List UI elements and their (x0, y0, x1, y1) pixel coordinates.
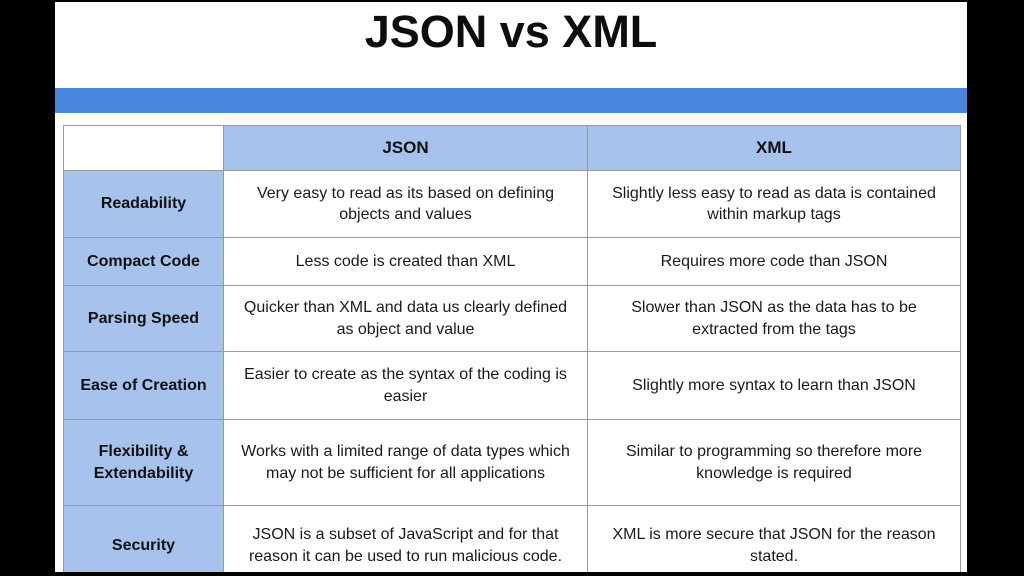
table-row-security: Security JSON is a subset of JavaScript … (63, 505, 961, 576)
table-row-compact-code: Compact Code Less code is created than X… (63, 237, 961, 286)
table-row-flexibility-extendability: Flexibility & Extendability Works with a… (63, 419, 961, 506)
column-header-xml: XML (587, 125, 961, 171)
xml-cell: Slower than JSON as the data has to be e… (587, 285, 961, 352)
row-label: Security (63, 505, 224, 576)
json-cell: Easier to create as the syntax of the co… (223, 351, 588, 420)
xml-cell: Slightly more syntax to learn than JSON (587, 351, 961, 420)
xml-cell: Slightly less easy to read as data is co… (587, 170, 961, 238)
right-black-bar (967, 0, 1024, 576)
accent-divider-bar (55, 88, 967, 113)
table-row-ease-of-creation: Ease of Creation Easier to create as the… (63, 351, 961, 420)
json-cell: Works with a limited range of data types… (223, 419, 588, 506)
row-label: Parsing Speed (63, 285, 224, 352)
slide-title: JSON vs XML (364, 6, 658, 57)
table-row-parsing-speed: Parsing Speed Quicker than XML and data … (63, 285, 961, 352)
row-label: Compact Code (63, 237, 224, 286)
table-row-readability: Readability Very easy to read as its bas… (63, 170, 961, 238)
table-header-row: JSON XML (63, 125, 961, 171)
row-label: Readability (63, 170, 224, 238)
json-cell: Very easy to read as its based on defini… (223, 170, 588, 238)
row-label: Ease of Creation (63, 351, 224, 420)
json-cell: Quicker than XML and data us clearly def… (223, 285, 588, 352)
comparison-table: JSON XML Readability Very easy to read a… (63, 125, 961, 576)
column-header-json: JSON (223, 125, 588, 171)
json-cell: Less code is created than XML (223, 237, 588, 286)
xml-cell: Requires more code than JSON (587, 237, 961, 286)
xml-cell: XML is more secure that JSON for the rea… (587, 505, 961, 576)
xml-cell: Similar to programming so therefore more… (587, 419, 961, 506)
bottom-black-bar (0, 572, 1024, 576)
corner-cell (63, 125, 224, 171)
left-black-bar (0, 0, 55, 576)
json-cell: JSON is a subset of JavaScript and for t… (223, 505, 588, 576)
row-label: Flexibility & Extendability (63, 419, 224, 506)
